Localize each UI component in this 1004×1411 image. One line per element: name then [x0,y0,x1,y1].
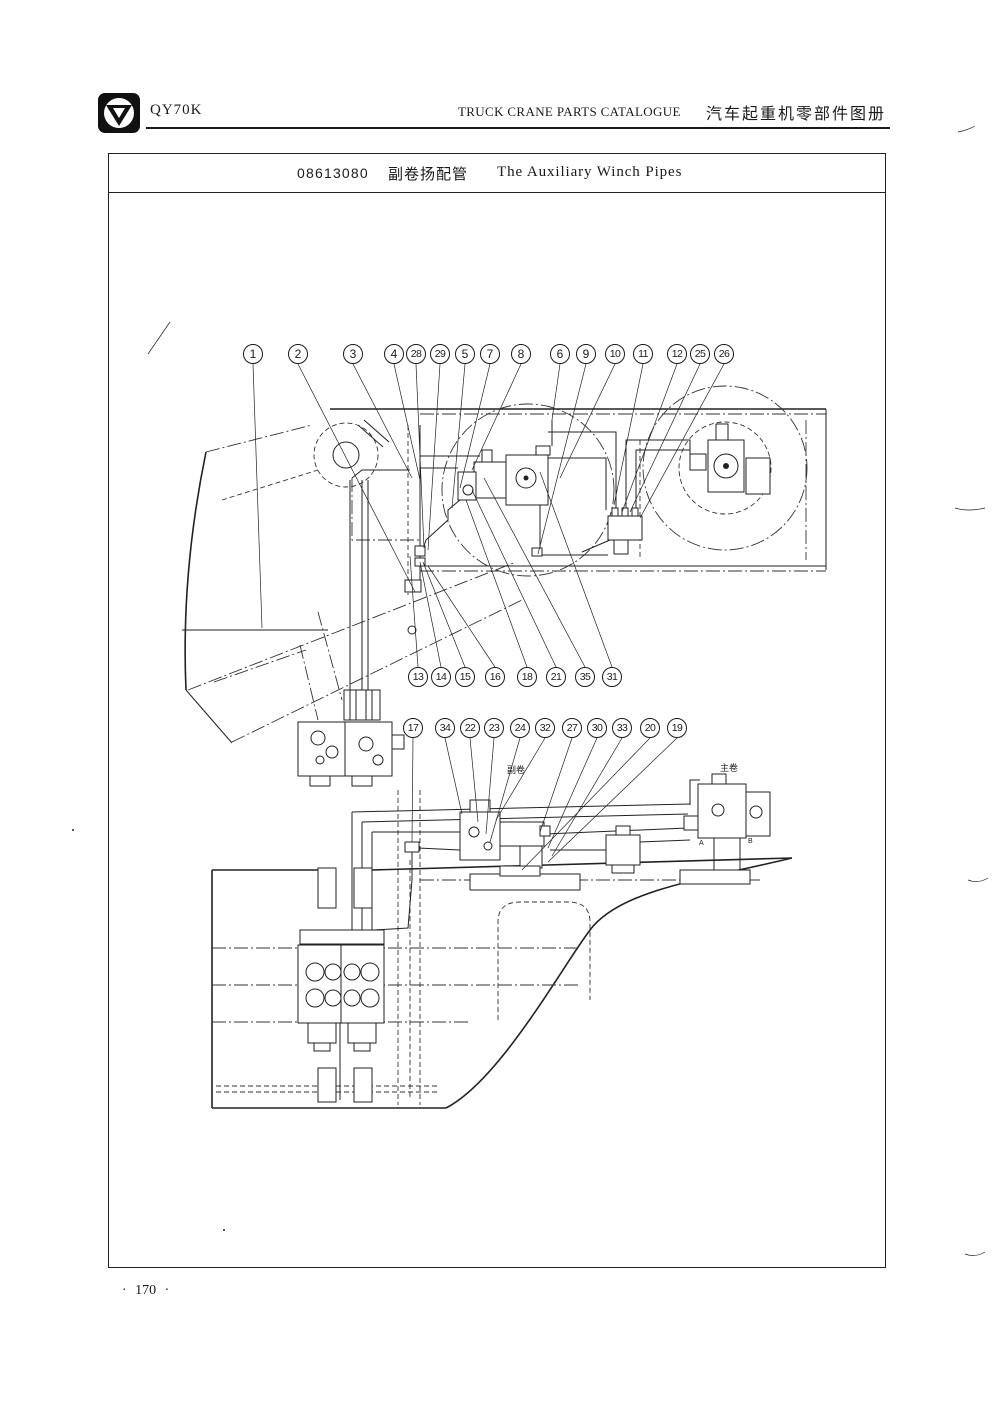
callout-35: 35 [575,667,595,687]
callout-14: 14 [431,667,451,687]
callout-21: 21 [546,667,566,687]
callout-16: 16 [485,667,505,687]
aux-winch-drum [441,403,615,577]
catalogue-title-zh: 汽车起重机零部件图册 [706,104,887,123]
catalogue-title-en: TRUCK CRANE PARTS CATALOGUE [458,104,681,119]
frame-brackets [317,867,373,1103]
callout-11: 11 [633,344,653,364]
boom-outline [182,424,523,744]
aux-winch-valve [459,799,551,869]
port-b-label: B [748,838,753,845]
callout-10: 10 [605,344,625,364]
callout-9: 9 [576,344,596,364]
callout-7: 7 [480,344,500,364]
access-opening [497,901,591,1020]
drawing-frame [108,153,886,1268]
callout-25: 25 [690,344,710,364]
callout-5: 5 [455,344,475,364]
section-title-bar [108,153,886,193]
callout-3: 3 [343,344,363,364]
callout-6: 6 [550,344,570,364]
callout-24: 24 [510,718,530,738]
callout-28: 28 [406,344,426,364]
callout-22: 22 [460,718,480,738]
callout-leader-lines [252,363,725,871]
control-valve-lower [297,929,385,1052]
section-title-en: The Auxiliary Winch Pipes [497,164,683,180]
main-winch-label: 主卷 [720,764,739,774]
callout-30: 30 [587,718,607,738]
callout-31: 31 [602,667,622,687]
callout-33: 33 [612,718,632,738]
callout-29: 29 [430,344,450,364]
main-winch-valve [683,773,771,870]
section-title-zh: 副卷扬配管 [388,165,469,183]
aux-winch-label: 副卷 [507,766,526,776]
callout-26: 26 [714,344,734,364]
callout-18: 18 [517,667,537,687]
mounting-rail [469,865,751,891]
callout-13: 13 [408,667,428,687]
callout-27: 27 [562,718,582,738]
boom-pivot [313,419,390,488]
callout-15: 15 [455,667,475,687]
callout-1: 1 [243,344,263,364]
relief-valve [605,825,641,874]
callout-34: 34 [435,718,455,738]
upper-pipes [349,420,691,690]
callout-4: 4 [384,344,404,364]
callout-12: 12 [667,344,687,364]
model-name: QY70K [150,102,203,118]
distribution-manifold [607,507,643,555]
turntable-frame [330,408,827,595]
callout-32: 32 [535,718,555,738]
page-number: · 170 · [122,1283,170,1298]
header-divider [146,127,890,129]
main-winch-drum [642,385,808,551]
port-a-label: A [699,840,704,847]
control-valve-upper [297,689,405,787]
scan-artifacts [72,125,989,1256]
callout-2: 2 [288,344,308,364]
callout-23: 23 [484,718,504,738]
callout-20: 20 [640,718,660,738]
upper-view [182,385,827,787]
callout-19: 19 [667,718,687,738]
brand-logo [98,93,140,133]
section-code: 08613080 [297,165,369,181]
lower-view [211,773,793,1109]
callout-8: 8 [511,344,531,364]
callout-17: 17 [403,718,423,738]
